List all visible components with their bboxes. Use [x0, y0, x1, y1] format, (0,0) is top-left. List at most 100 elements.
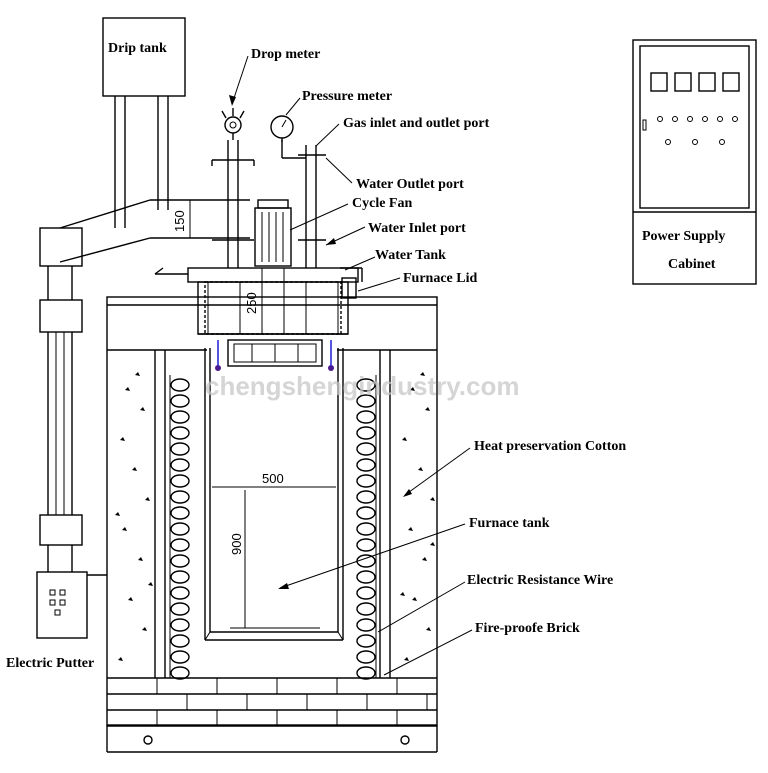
- speckle: [430, 497, 435, 501]
- dim-150: 150: [172, 210, 187, 232]
- power-supply-label-line1: Power Supply: [642, 229, 725, 244]
- speckle: [135, 372, 140, 376]
- speckle: [426, 627, 431, 631]
- cycle-fan: [254, 199, 292, 267]
- coil-right: [356, 378, 376, 392]
- coil-left: [170, 666, 190, 680]
- electric-putter-label: Electric Putter: [6, 656, 94, 671]
- speckle: [125, 387, 130, 391]
- coil-left: [170, 554, 190, 568]
- furnace-body: [106, 296, 438, 753]
- coil-right: [356, 554, 376, 568]
- fire-proof-brick: [107, 677, 437, 727]
- watermark: chengshengindustry.com: [205, 371, 519, 401]
- speckle: [122, 527, 127, 531]
- coil-right: [356, 586, 376, 600]
- fire-brick-label: Fire-proofe Brick: [475, 621, 580, 636]
- coil-left: [170, 474, 190, 488]
- coil-right: [356, 570, 376, 584]
- dim-900: 900: [229, 533, 244, 555]
- pressure-meter-icon: [270, 115, 294, 142]
- coil-left: [170, 650, 190, 664]
- speckle: [430, 542, 435, 546]
- water-outlet-label: Water Outlet port: [356, 177, 464, 192]
- speckle: [148, 582, 153, 586]
- dim-250: 250: [244, 292, 259, 314]
- coil-right: [356, 474, 376, 488]
- speckle: [420, 372, 425, 376]
- speckle: [140, 407, 145, 411]
- speckle: [115, 512, 120, 516]
- coil-right: [356, 602, 376, 616]
- coil-left: [170, 506, 190, 520]
- power-supply-cabinet: Power Supply Cabinet: [632, 39, 757, 285]
- speckle: [138, 557, 143, 561]
- coil-left: [170, 410, 190, 424]
- coil-left: [170, 602, 190, 616]
- coil-right: [356, 426, 376, 440]
- speckle: [400, 592, 405, 596]
- coil-left: [170, 394, 190, 408]
- speckle: [404, 657, 409, 661]
- speckle: [408, 527, 413, 531]
- speckle: [120, 437, 125, 441]
- pressure-meter-label: Pressure meter: [302, 89, 392, 104]
- coil-right: [356, 490, 376, 504]
- dim-500: 500: [262, 471, 284, 486]
- water-inlet-label: Water Inlet port: [368, 221, 466, 236]
- drop-meter-icon: [221, 108, 245, 140]
- heat-cotton-label: Heat preservation Cotton: [474, 439, 626, 454]
- connecting-pipe: 150: [59, 199, 250, 263]
- electric-resistance-wire: [169, 375, 377, 680]
- coil-right: [356, 618, 376, 632]
- furnace-tank: 500 900: [204, 339, 344, 641]
- coil-left: [170, 634, 190, 648]
- speckle: [145, 497, 150, 501]
- coil-left: [170, 378, 190, 392]
- coil-left: [170, 586, 190, 600]
- furnace-lid: 250: [154, 267, 363, 335]
- speckle: [422, 557, 427, 561]
- coil-left: [170, 618, 190, 632]
- coil-right: [356, 410, 376, 424]
- speckle: [118, 657, 123, 661]
- coil-right: [356, 522, 376, 536]
- leader-lines: [278, 123, 473, 676]
- speckle: [410, 387, 415, 391]
- coil-left: [170, 522, 190, 536]
- coil-left: [170, 570, 190, 584]
- speckle: [132, 467, 137, 471]
- coil-right: [356, 650, 376, 664]
- coil-right: [356, 538, 376, 552]
- speckle: [425, 407, 430, 411]
- electric-putter-column: Electric Putter: [6, 227, 107, 671]
- gas-port-label: Gas inlet and outlet port: [343, 116, 490, 131]
- coil-right: [356, 634, 376, 648]
- furnace-lid-label: Furnace Lid: [403, 271, 477, 286]
- coil-left: [170, 490, 190, 504]
- coil-left: [170, 426, 190, 440]
- speckle: [142, 627, 147, 631]
- drip-tank: Drip tank: [102, 17, 186, 228]
- heat-preservation-cotton: [115, 372, 435, 661]
- resistance-wire-label: Electric Resistance Wire: [467, 573, 613, 588]
- coil-right: [356, 458, 376, 472]
- furnace-tank-label: Furnace tank: [469, 516, 550, 531]
- speckle: [402, 437, 407, 441]
- speckle: [418, 467, 423, 471]
- coil-right: [356, 506, 376, 520]
- speckle: [412, 597, 417, 601]
- speckle: [128, 597, 133, 601]
- coil-left: [170, 538, 190, 552]
- coil-right: [356, 442, 376, 456]
- drip-tank-label: Drip tank: [108, 41, 167, 56]
- coil-right: [356, 394, 376, 408]
- power-supply-label-line2: Cabinet: [668, 257, 716, 272]
- cycle-fan-label: Cycle Fan: [352, 196, 412, 211]
- drop-meter-label: Drop meter: [251, 47, 320, 62]
- top-pipes: [211, 140, 326, 268]
- coil-right: [356, 666, 376, 680]
- water-tank-label: Water Tank: [375, 248, 446, 263]
